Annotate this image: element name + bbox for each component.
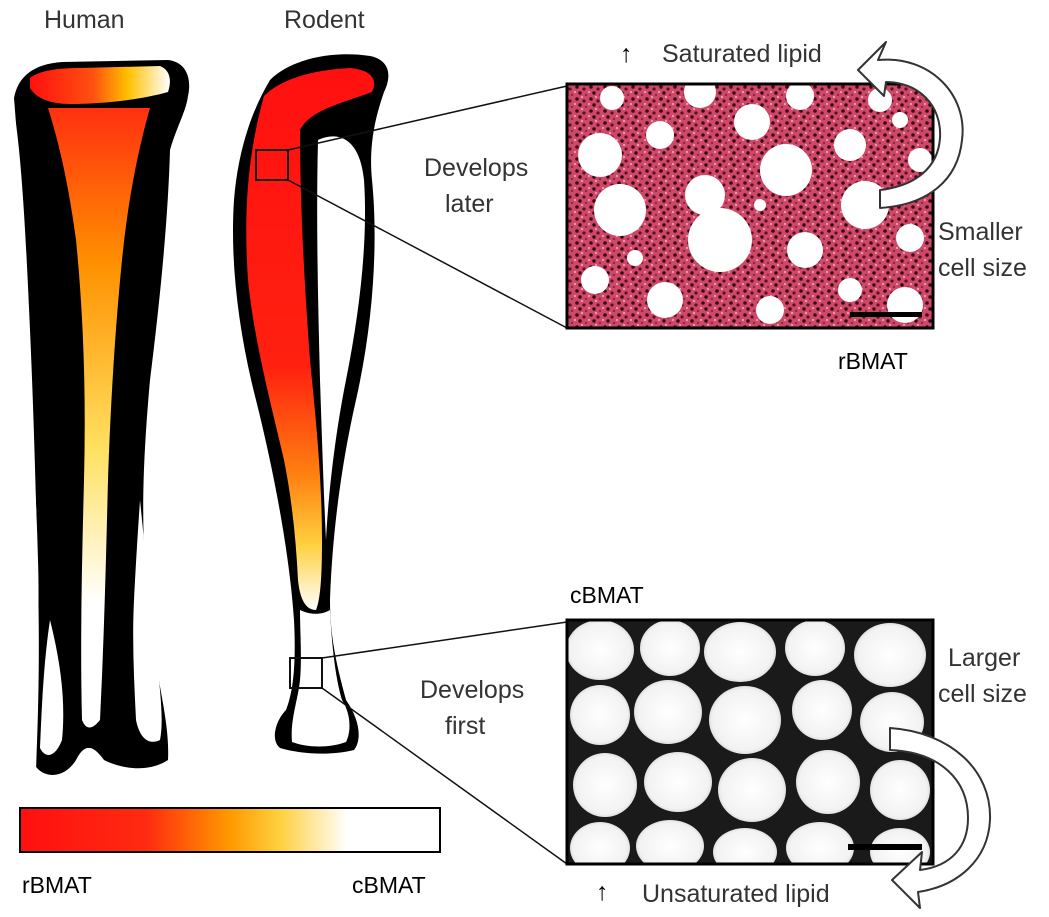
up-arrow-icon: ↑ [620, 40, 633, 69]
rbmat-scale-bar [850, 312, 922, 317]
saturated-lipid-label: Saturated lipid [662, 40, 822, 69]
develops-first-line2: first [445, 712, 485, 741]
larger-line2: cell size [938, 680, 1027, 709]
develops-later-line1: Develops [424, 154, 528, 183]
connector-bottom-upper [322, 622, 567, 658]
smaller-line1: Smaller [938, 218, 1023, 247]
rodent-title: Rodent [284, 6, 365, 35]
human-tibia [12, 60, 189, 775]
up-arrow-icon: ↑ [596, 878, 609, 907]
legend-gradient-bar [20, 808, 440, 852]
rbmat-histology-panel [567, 76, 933, 328]
human-title: Human [44, 6, 125, 35]
legend-right-label: cBMAT [352, 872, 426, 899]
cbmat-histology-panel [566, 620, 933, 876]
cbmat-scale-bar [848, 844, 922, 850]
rodent-tibia [233, 54, 388, 753]
smaller-line2: cell size [938, 254, 1027, 283]
develops-later-line2: later [445, 190, 494, 219]
unsaturated-lipid-label: Unsaturated lipid [642, 880, 830, 909]
larger-line1: Larger [948, 644, 1020, 673]
rbmat-panel-label: rBMAT [838, 348, 908, 375]
develops-first-line1: Develops [420, 676, 524, 705]
legend-left-label: rBMAT [22, 872, 92, 899]
cbmat-panel-label: cBMAT [570, 582, 644, 609]
